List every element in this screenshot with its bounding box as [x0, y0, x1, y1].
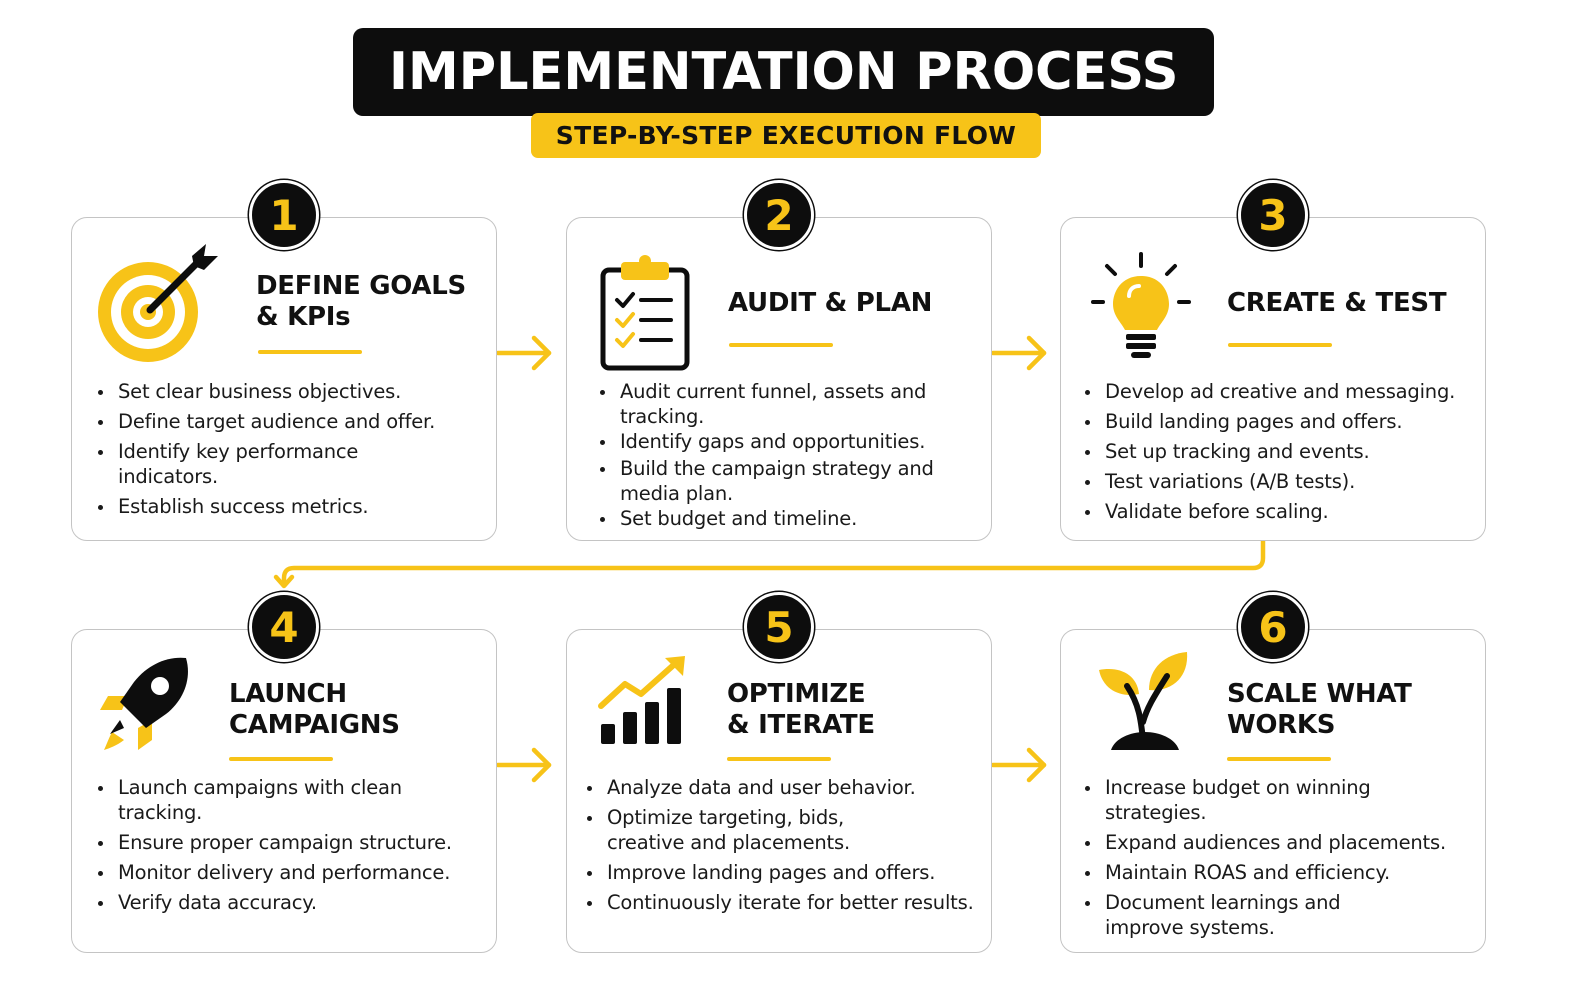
step-card-4: 4 LAUNCH CAMPAIGNS Launch campaigns with…: [71, 592, 497, 953]
arrow-4-to-5: [495, 747, 552, 783]
title-underline: [1227, 757, 1331, 761]
step-number-badge: 5: [744, 592, 814, 662]
step-card-2: 2 AUDIT & PLAN Audit current funnel, ass…: [566, 180, 992, 541]
step-title: SCALE WHAT WORKS: [1227, 679, 1412, 740]
step-bullet-list: Increase budget on winning strategies. E…: [1081, 775, 1471, 945]
list-item: Define target audience and offer.: [94, 409, 464, 434]
list-item: Set budget and timeline.: [596, 506, 956, 531]
step-card-6: 6 SCALE WHAT WORKS Increase budget on wi…: [1060, 592, 1486, 953]
arrow-5-to-6: [990, 747, 1047, 783]
step-title: OPTIMIZE & ITERATE: [727, 679, 875, 740]
list-item: Set up tracking and events.: [1081, 439, 1471, 464]
list-item: Set clear business objectives.: [94, 379, 464, 404]
list-item: Identify gaps and opportunities.: [596, 429, 956, 454]
step-bullet-list: Audit current funnel, assets and trackin…: [596, 379, 956, 531]
list-item: Audit current funnel, assets and trackin…: [596, 379, 956, 429]
step-title: DEFINE GOALS & KPIs: [256, 271, 466, 332]
arrow-2-to-3: [990, 335, 1047, 371]
step-bullet-list: Develop ad creative and messaging. Build…: [1081, 379, 1471, 529]
step-title: CREATE & TEST: [1227, 288, 1447, 318]
list-item: Test variations (A/B tests).: [1081, 469, 1471, 494]
list-item: Continuously iterate for better results.: [583, 890, 983, 915]
sprout-icon: [1097, 650, 1193, 758]
title-underline: [258, 350, 362, 354]
list-item: Analyze data and user behavior.: [583, 775, 983, 800]
list-item: Improve landing pages and offers.: [583, 860, 983, 885]
step-title: AUDIT & PLAN: [728, 288, 933, 318]
step-bullet-list: Set clear business objectives. Define ta…: [94, 379, 464, 524]
page-title: IMPLEMENTATION PROCESS: [388, 42, 1179, 102]
step-number-badge: 2: [744, 180, 814, 250]
step-number-badge: 6: [1238, 592, 1308, 662]
title-underline: [729, 343, 833, 347]
list-item: Develop ad creative and messaging.: [1081, 379, 1471, 404]
step-bullet-list: Launch campaigns with clean tracking. En…: [94, 775, 464, 920]
step-card-5: 5 OPTIMIZE & ITERATE Analyze data and us…: [566, 592, 992, 953]
list-item: Expand audiences and placements.: [1081, 830, 1471, 855]
list-item: Document learnings and improve systems.: [1081, 890, 1351, 940]
step-card-1: 1 DEFINE GOALS & KPIs Set clear business…: [71, 180, 497, 541]
list-item: Verify data accuracy.: [94, 890, 464, 915]
step-number-badge: 4: [249, 592, 319, 662]
list-item: Launch campaigns with clean tracking.: [94, 775, 414, 825]
step-number-badge: 1: [249, 180, 319, 250]
lightbulb-icon: [1089, 252, 1193, 368]
list-item: Validate before scaling.: [1081, 499, 1471, 524]
title-underline: [1228, 343, 1332, 347]
target-icon: [92, 242, 222, 370]
list-item: Identify key performance indicators.: [94, 439, 464, 489]
list-item: Establish success metrics.: [94, 494, 464, 519]
title-underline: [727, 757, 831, 761]
step-number-badge: 3: [1238, 180, 1308, 250]
arrow-1-to-2: [495, 335, 552, 371]
list-item: Ensure proper campaign structure.: [94, 830, 464, 855]
arrow-3-to-4: [273, 538, 1266, 589]
step-card-3: 3 CREATE & TEST Develop ad creative and …: [1060, 180, 1486, 541]
subtitle-banner: STEP-BY-STEP EXECUTION FLOW: [531, 113, 1041, 158]
step-title: LAUNCH CAMPAIGNS: [229, 679, 400, 740]
title-banner: IMPLEMENTATION PROCESS: [353, 28, 1214, 116]
list-item: Increase budget on winning strategies.: [1081, 775, 1471, 825]
list-item: Monitor delivery and performance.: [94, 860, 464, 885]
title-underline: [229, 757, 333, 761]
list-item: Build the campaign strategy and media pl…: [596, 456, 956, 506]
rocket-icon: [98, 654, 194, 758]
growth-chart-icon: [597, 654, 693, 752]
list-item: Maintain ROAS and efficiency.: [1081, 860, 1471, 885]
page-subtitle: STEP-BY-STEP EXECUTION FLOW: [555, 121, 1017, 150]
list-item: Optimize targeting, bids, creative and p…: [583, 805, 923, 855]
list-item: Build landing pages and offers.: [1081, 409, 1471, 434]
step-bullet-list: Analyze data and user behavior. Optimize…: [583, 775, 983, 920]
clipboard-icon: [597, 254, 693, 376]
